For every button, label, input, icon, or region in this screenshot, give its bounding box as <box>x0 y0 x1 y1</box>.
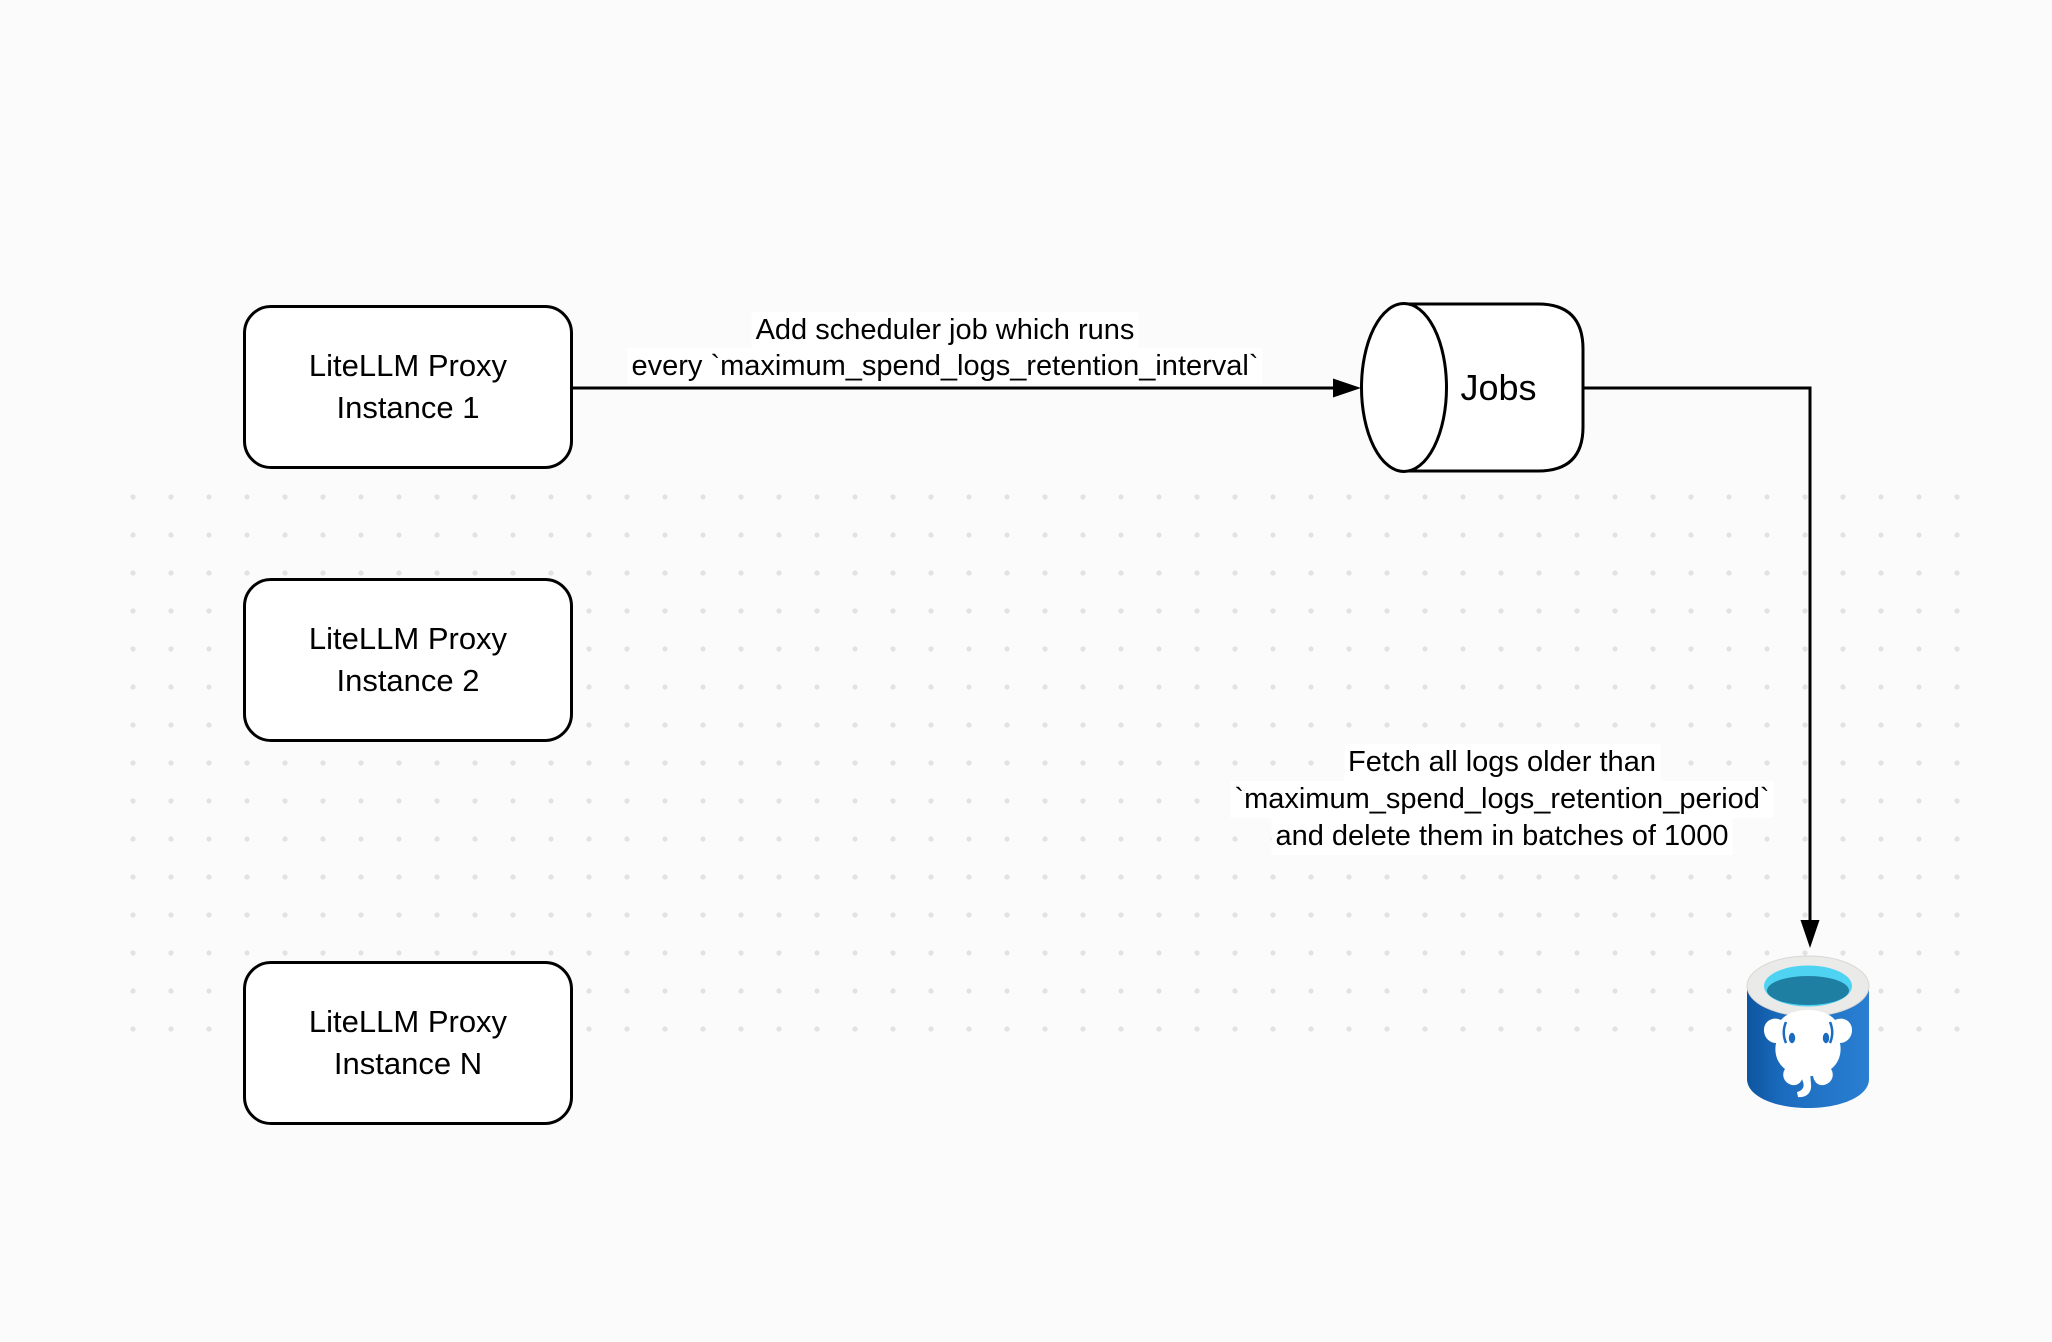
pg-liquid <box>1767 976 1849 1005</box>
jobs-queue-label: Jobs <box>1460 366 1537 408</box>
node-label-line: Instance N <box>333 1046 483 1081</box>
arrowhead-into-jobs <box>1333 378 1361 398</box>
edge-label-line: Fetch all logs older than <box>1230 744 1773 781</box>
jobs-queue-cylinder <box>1360 302 1585 473</box>
postgresql-database-icon <box>1742 948 1874 1114</box>
node-litellm-proxy-instance-n: LiteLLM Proxy Instance N <box>243 961 573 1125</box>
node-label-line: LiteLLM Proxy <box>308 621 508 656</box>
node-litellm-proxy-instance-2: LiteLLM Proxy Instance 2 <box>243 578 573 742</box>
pg-elephant-logo <box>1764 1010 1852 1098</box>
edge-jobs-to-postgres <box>1583 386 1820 948</box>
edge-label-line: `maximum_spend_logs_retention_period` <box>1230 781 1774 818</box>
edge-label-line: and delete them in batches of 1000 <box>1230 818 1773 855</box>
edge-proxy-to-jobs <box>573 378 1361 398</box>
node-label-line: LiteLLM Proxy <box>308 1004 508 1039</box>
edge-label-fetch-delete: Fetch all logs older than `maximum_spend… <box>1230 744 1774 855</box>
node-label-line: Instance 2 <box>336 663 480 698</box>
node-label-line: LiteLLM Proxy <box>308 348 508 383</box>
node-litellm-proxy-instance-1: LiteLLM Proxy Instance 1 <box>243 305 573 469</box>
node-label-line: Instance 1 <box>336 390 480 425</box>
arrowhead-into-postgres <box>1800 920 1820 948</box>
edge-label-line: Add scheduler job which runs <box>627 312 1262 348</box>
edge-label-line: every `maximum_spend_logs_retention_inte… <box>627 348 1263 384</box>
edge-label-scheduler: Add scheduler job which runs every `maxi… <box>627 312 1263 384</box>
dot-grid-background <box>114 478 1978 1048</box>
